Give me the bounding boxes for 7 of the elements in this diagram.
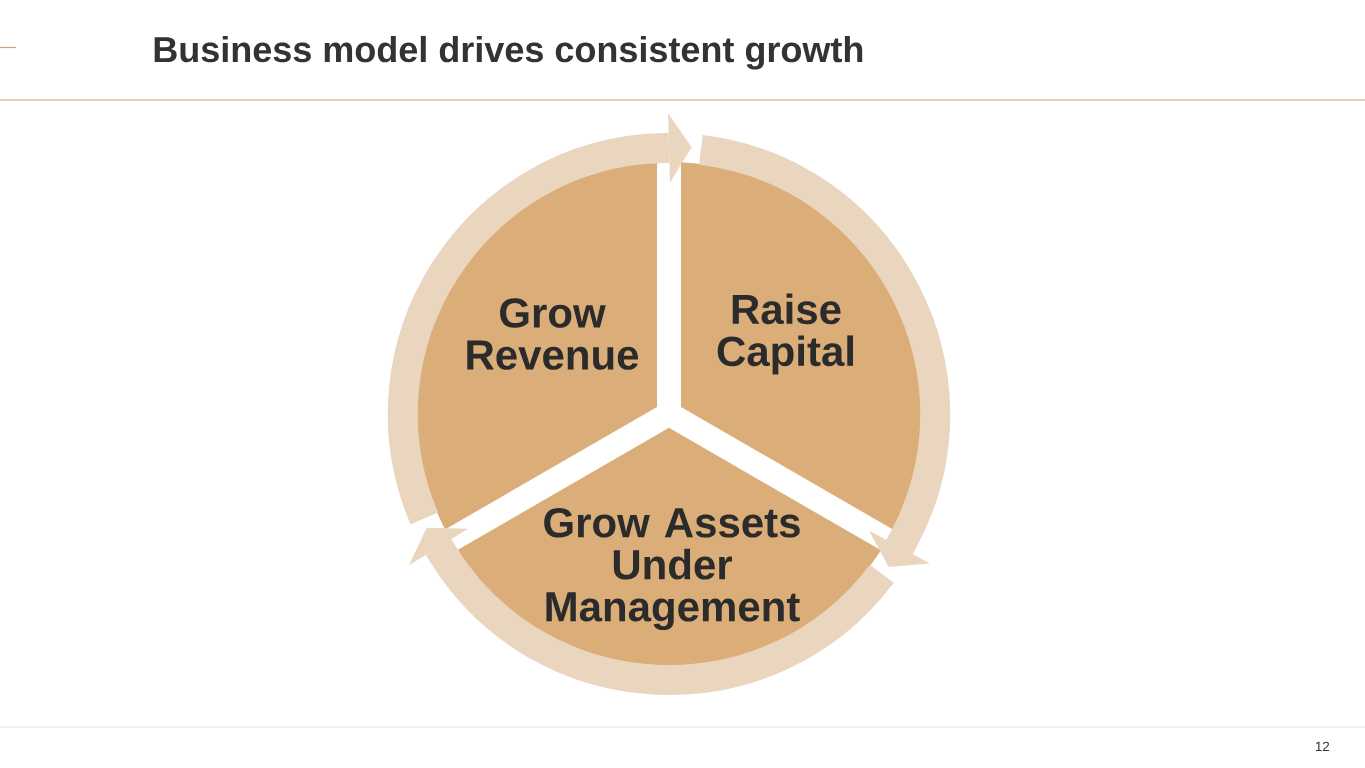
pie-segment: Grow Assets Under Management xyxy=(457,427,881,666)
page-number: 12 xyxy=(1315,741,1330,751)
title: Business model drives consistent growth xyxy=(154,35,863,70)
node-label: Raise Capital xyxy=(717,293,854,375)
cycle-arrow xyxy=(409,527,893,695)
node-label: Grow Revenue xyxy=(467,298,639,370)
cycle-arrow xyxy=(697,135,951,567)
